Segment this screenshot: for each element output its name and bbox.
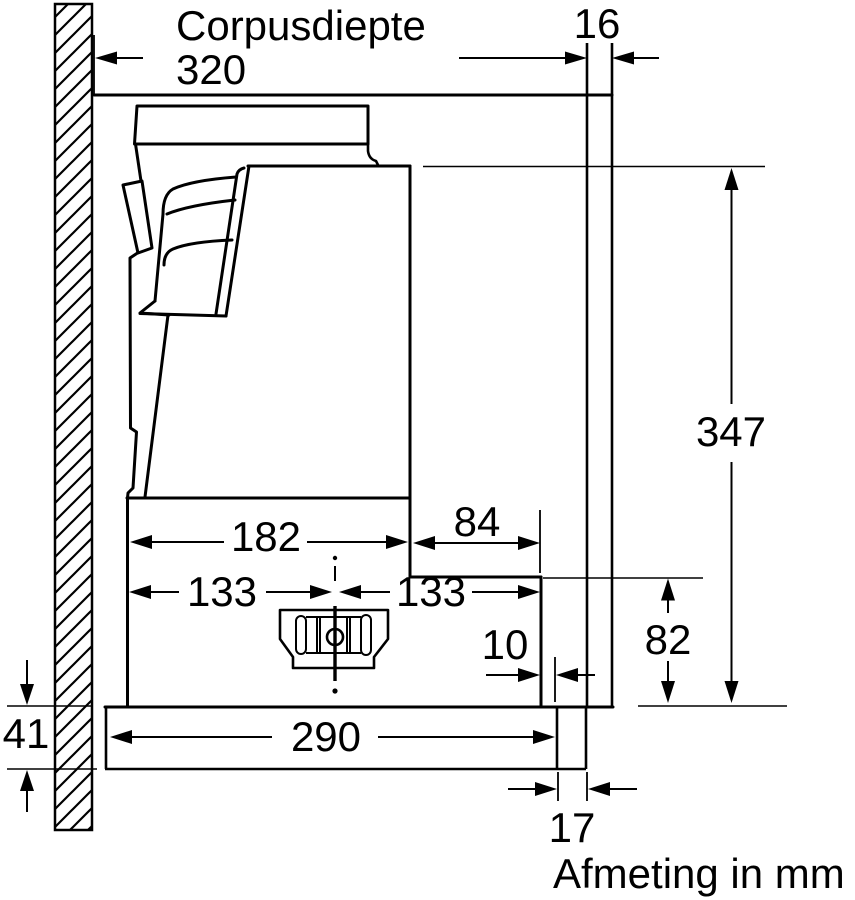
hood-visor-bar xyxy=(133,104,370,146)
dim-front-panel-16: 16 xyxy=(574,0,659,65)
hood-body xyxy=(125,104,543,709)
center-left-value: 133 xyxy=(187,568,257,615)
arrowhead-up-icon xyxy=(20,770,34,791)
cutout290-value: 290 xyxy=(291,713,361,760)
flap-support-bracket xyxy=(121,179,154,255)
arrowhead-left-icon xyxy=(556,668,578,682)
flap-hinge-line xyxy=(143,313,170,499)
hood-left-edge-upper xyxy=(134,142,143,183)
arrowhead-right-icon xyxy=(518,585,540,599)
centerline-dot-top xyxy=(332,555,338,561)
arrowhead-right-icon xyxy=(565,51,587,65)
motor-housing xyxy=(278,608,390,670)
arrowhead-down-icon xyxy=(661,681,675,703)
flap-bottom-edge xyxy=(138,312,228,318)
reference-lines xyxy=(7,165,787,770)
arrowhead-up-icon xyxy=(661,578,675,601)
cabinet xyxy=(92,35,615,771)
gap10-value: 10 xyxy=(482,621,529,668)
arrowhead-left-icon xyxy=(129,585,151,599)
arrowhead-right-icon xyxy=(310,585,332,599)
arrowhead-left-icon xyxy=(130,535,152,549)
height82-value: 82 xyxy=(645,616,692,663)
wall-outline xyxy=(53,2,94,832)
motor-cap-left xyxy=(295,615,307,655)
shelf41-value: 41 xyxy=(3,710,50,757)
dim-cutout-290: 290 xyxy=(110,713,555,760)
height-value: 347 xyxy=(696,408,766,455)
filter-flap xyxy=(121,164,251,499)
arrowhead-left-icon xyxy=(339,585,361,599)
flap-left-edge xyxy=(153,212,165,303)
depth182-value: 182 xyxy=(231,513,301,560)
dim-height-347: 347 xyxy=(696,168,766,703)
front-panel-value: 16 xyxy=(574,0,621,47)
arrowhead-right-icon xyxy=(535,782,557,796)
corpus-depth-label: Corpusdiepte xyxy=(176,2,426,49)
arrowhead-right-icon xyxy=(386,535,408,549)
centerline-dot-bottom xyxy=(332,688,338,694)
flap-layer-low xyxy=(162,238,234,267)
motor-cap-right xyxy=(360,614,372,656)
strip17-value: 17 xyxy=(549,804,596,851)
corpus-depth-value: 320 xyxy=(176,46,246,93)
arrowhead-right-icon xyxy=(518,668,540,682)
dim-shelf-41: 41 xyxy=(3,660,50,812)
dim-depth-84: 84 xyxy=(413,498,541,573)
flap-layer-mid xyxy=(165,198,237,216)
dim-height-82: 82 xyxy=(645,578,692,703)
arrowhead-up-icon xyxy=(724,168,739,190)
center-line xyxy=(332,555,338,694)
arrowhead-down-icon xyxy=(724,681,739,703)
flap-layer-top xyxy=(161,175,238,216)
arrowhead-left-icon xyxy=(588,782,610,796)
wall-section xyxy=(53,2,94,832)
motor-ribs xyxy=(316,616,351,654)
arrowhead-left-icon xyxy=(413,536,435,550)
dim-strip-17: 17 xyxy=(508,772,637,851)
arrowhead-right-icon xyxy=(518,536,540,550)
dim-center-133-left: 133 xyxy=(129,568,332,615)
depth84-value: 84 xyxy=(454,498,501,545)
arrowhead-left-icon xyxy=(612,51,634,65)
dim-depth-182: 182 xyxy=(130,513,408,560)
dim-center-133-right: 133 xyxy=(339,568,540,615)
arrowhead-down-icon xyxy=(20,684,34,705)
arrowhead-left-icon xyxy=(110,730,132,744)
wall-hatch xyxy=(55,4,92,830)
arrowhead-left-icon xyxy=(95,51,117,65)
arrowhead-right-icon xyxy=(533,730,555,744)
dim-gap-10: 10 xyxy=(482,621,595,702)
dim-corpus-depth: Corpusdiepte 320 xyxy=(95,2,587,93)
flap-front-edge xyxy=(224,164,251,318)
center-right-value: 133 xyxy=(396,568,466,615)
extension-lines xyxy=(557,772,588,801)
hood-left-edge-mid xyxy=(126,250,141,500)
hood-visor-lip xyxy=(366,144,380,166)
flap-inner-edge xyxy=(214,166,246,316)
units-note: Afmeting in mm xyxy=(553,850,845,897)
